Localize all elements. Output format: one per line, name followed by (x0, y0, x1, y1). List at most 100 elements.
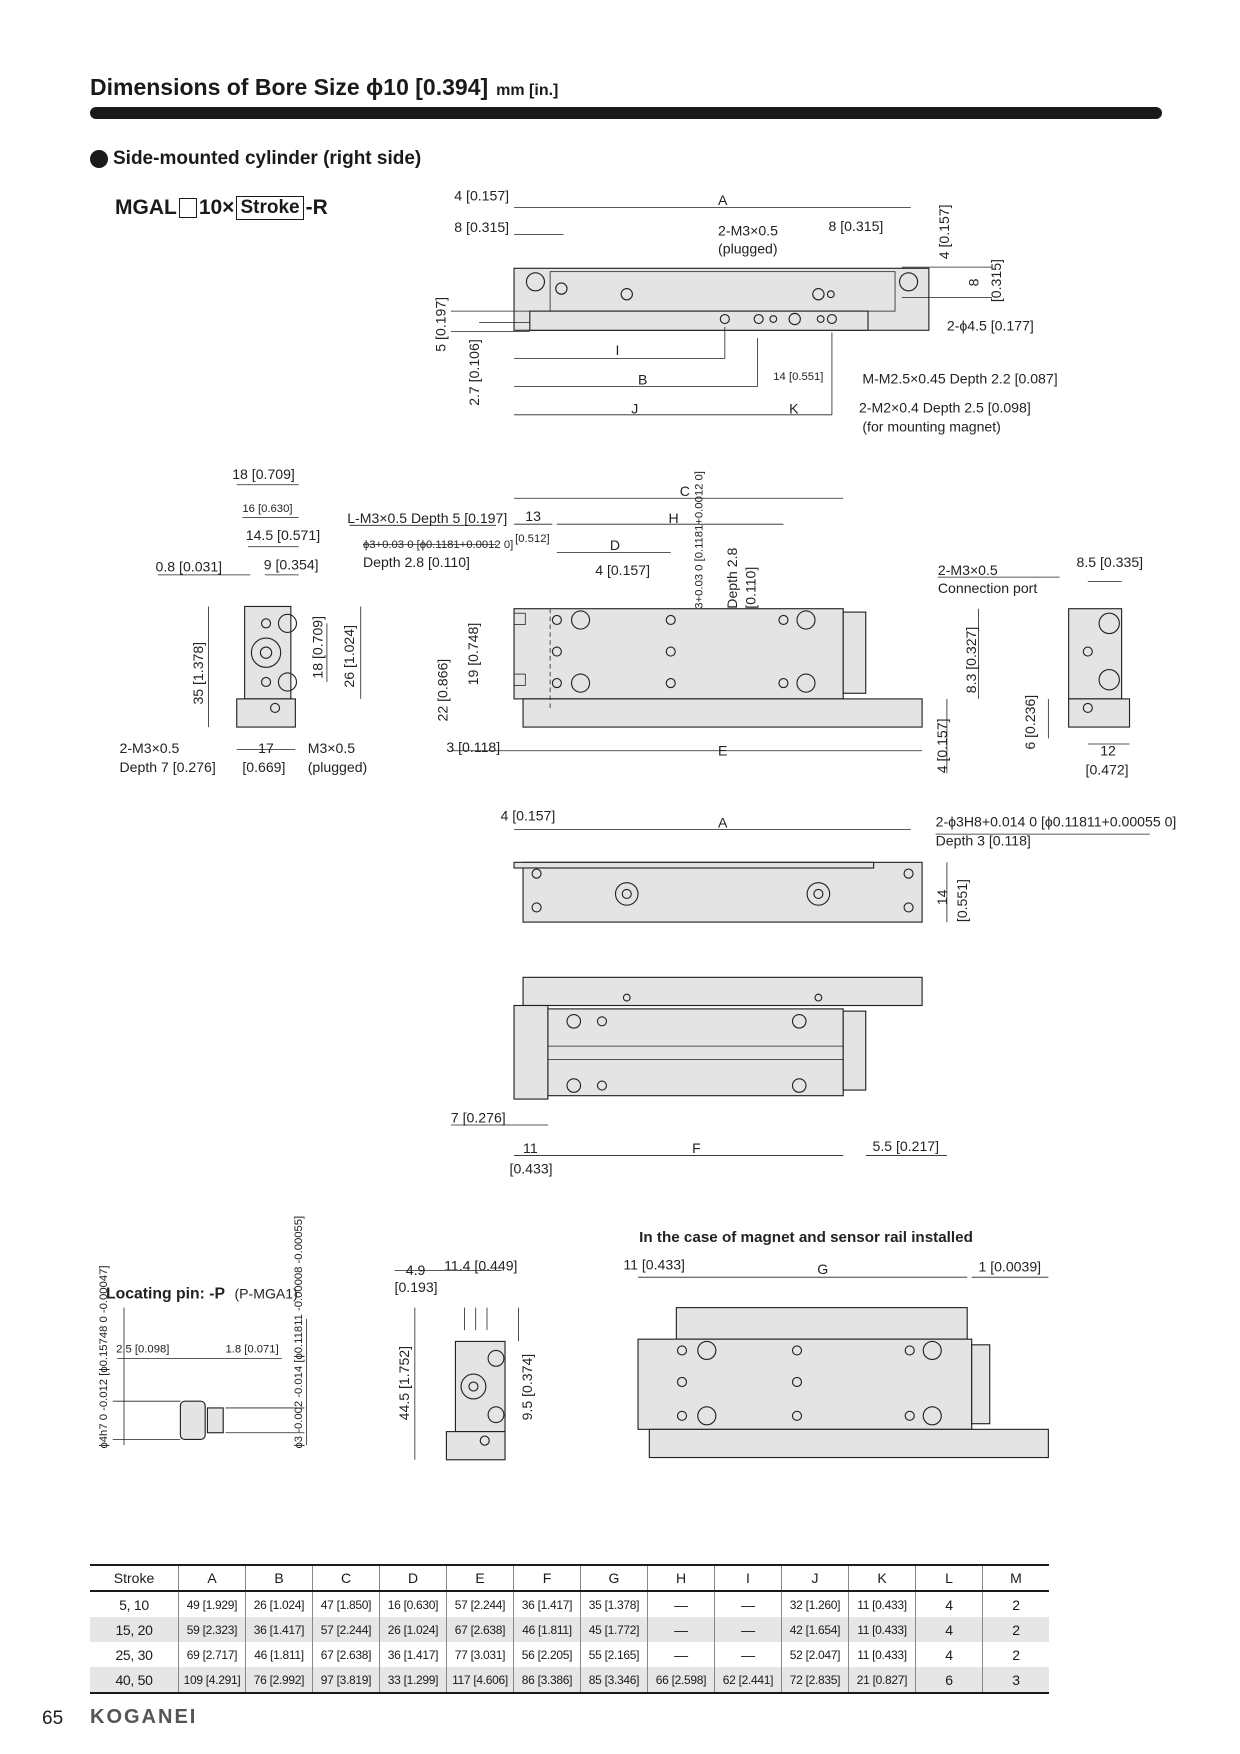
table-cell: 33 [1.299] (379, 1667, 447, 1694)
table-cell: 15, 20 (90, 1617, 179, 1642)
dim-label: Depth 7 [0.276] (120, 759, 216, 775)
dim-label: 1 [0.0039] (978, 1259, 1041, 1275)
brand-logo: KOGANEI (90, 1706, 198, 1728)
dim-label: 8.5 [0.335] (1077, 554, 1144, 570)
column-header: E (446, 1564, 514, 1592)
table-cell: 46 [1.811] (245, 1642, 313, 1667)
model-size: 10× (198, 196, 235, 219)
dim-label: 11.4 [0.449] (444, 1257, 517, 1273)
dim-label: L-M3×0.5 Depth 5 [0.197] (347, 510, 507, 526)
dim-label: 13 (525, 508, 541, 524)
page-number: 65 (42, 1708, 64, 1729)
dim-label: 2-ϕ4.5 [0.177] (947, 317, 1034, 333)
table-cell: 66 [2.598] (647, 1667, 715, 1694)
dim-label: 18 [0.709] (309, 616, 325, 679)
dim-label: [0.433] (510, 1160, 553, 1176)
dim-label: 2-M3×0.5 (938, 562, 998, 578)
section-heading: Side-mounted cylinder (right side) (90, 148, 421, 170)
table-cell: 46 [1.811] (513, 1617, 581, 1642)
dim-label: 0.8 [0.031] (156, 559, 223, 575)
side-view: 7 [0.276] 11 [0.433] F 5.5 [0.217] (450, 976, 947, 1176)
table-cell: 77 [3.031] (446, 1642, 514, 1667)
table-cell: 2 (982, 1642, 1049, 1667)
table-cell: 36 [1.417] (245, 1617, 313, 1642)
column-header: J (781, 1564, 849, 1592)
table-cell: 11 [0.433] (848, 1642, 916, 1667)
dim-label: 8 [0.315] (454, 219, 509, 235)
pin-model: (P-MGA1) (234, 1286, 297, 1302)
section-title: Side-mounted cylinder (right side) (113, 148, 422, 169)
dim-label: 14.5 [0.571] (246, 527, 320, 543)
dim-label: [0.551] (954, 879, 970, 922)
dim-label: [0.315] (988, 259, 1004, 302)
table-cell: 6 (915, 1667, 983, 1694)
dim-label: 22 [0.866] (435, 659, 451, 722)
dim-label: 6 [0.236] (1022, 695, 1038, 750)
dim-label: 4 [0.157] (595, 562, 650, 578)
dim-label: 3 [0.118] (446, 739, 500, 755)
bottom-view: 4 [0.157] A 2-ϕ3H8+0.014 0 [ϕ0.11811+0.0… (501, 808, 1176, 923)
column-header: D (379, 1564, 447, 1592)
table-cell: 26 [1.024] (245, 1591, 313, 1617)
table-cell: 2 (982, 1591, 1049, 1617)
dim-label: [0.669] (242, 759, 285, 775)
dim-label: Connection port (938, 580, 1037, 596)
table-cell: 4 (915, 1642, 983, 1667)
table-cell: — (647, 1591, 715, 1617)
table-cell: — (714, 1617, 782, 1642)
sensor-end-view: 4.9 [0.193] 11.4 [0.449] 44.5 [1.752] 9.… (394, 1257, 535, 1461)
dim-label: Depth 2.8 [0.110] (363, 554, 470, 570)
table-cell: — (714, 1642, 782, 1667)
dim-label: ϕ3+0.03 0 [ϕ0.1181+0.0012 0] (363, 539, 513, 551)
table-cell: 76 [2.992] (245, 1667, 313, 1694)
table-cell: 11 [0.433] (848, 1617, 916, 1642)
column-header: I (714, 1564, 782, 1592)
dim-label: (for mounting magnet) (862, 419, 1001, 435)
dim-label: 9 [0.354] (264, 556, 319, 572)
table-cell: 57 [2.244] (446, 1591, 514, 1617)
dim-label: 4 [0.157] (934, 718, 950, 773)
table-cell: 4 (915, 1617, 983, 1642)
dim-label: 4 [0.157] (454, 188, 509, 204)
dim-label: 35 [1.378] (190, 642, 206, 705)
table-cell: 45 [1.772] (580, 1617, 648, 1642)
dim-label: B (638, 371, 647, 387)
dim-label: 8 (965, 278, 981, 286)
table-cell: 67 [2.638] (312, 1642, 380, 1667)
column-header: A (178, 1564, 246, 1592)
column-header: H (647, 1564, 715, 1592)
dim-label: K (789, 401, 799, 417)
table-cell: — (714, 1591, 782, 1617)
dim-label: I (615, 342, 619, 358)
table-cell: 26 [1.024] (379, 1617, 447, 1642)
table-cell: 56 [2.205] (513, 1642, 581, 1667)
column-header: F (513, 1564, 581, 1592)
left-end-view: 18 [0.709] 16 [0.630] 14.5 [0.571] 0.8 [… (120, 466, 368, 775)
bullet-icon (90, 150, 108, 168)
top-view: 4 [0.157] A 8 [0.315] 2-M3×0.5 (plugged)… (432, 188, 1057, 435)
table-cell: 3 (982, 1667, 1049, 1694)
column-header: Stroke (90, 1564, 179, 1592)
dim-label: 2-M2×0.4 Depth 2.5 [0.098] (859, 400, 1031, 416)
table-cell: 85 [3.346] (580, 1667, 648, 1694)
dim-label: J (631, 401, 638, 417)
dim-label: 4 [0.157] (936, 204, 952, 259)
table-cell: 67 [2.638] (446, 1617, 514, 1642)
magnet-view: In the case of magnet and sensor rail in… (623, 1229, 1049, 1459)
dim-label: ϕ4h7 0 -0.012 [ϕ0.15748 0 -0.00047] (98, 1266, 110, 1449)
unit-label: mm [in.] (496, 82, 559, 99)
dim-label: 16 [0.630] (242, 503, 292, 515)
dim-label: ϕ3 -0.002 -0.014 [ϕ0.11811 -0.00008 -0.0… (293, 1216, 305, 1449)
dim-label: 2.7 [0.106] (466, 339, 482, 406)
model-stroke: Stroke (236, 196, 304, 220)
column-header: C (312, 1564, 380, 1592)
table-cell: — (647, 1617, 715, 1642)
table-cell: 86 [3.386] (513, 1667, 581, 1694)
table-cell: 36 [1.417] (379, 1642, 447, 1667)
table-cell: 25, 30 (115, 1646, 153, 1663)
table-cell: 11 [0.433] (848, 1591, 916, 1617)
